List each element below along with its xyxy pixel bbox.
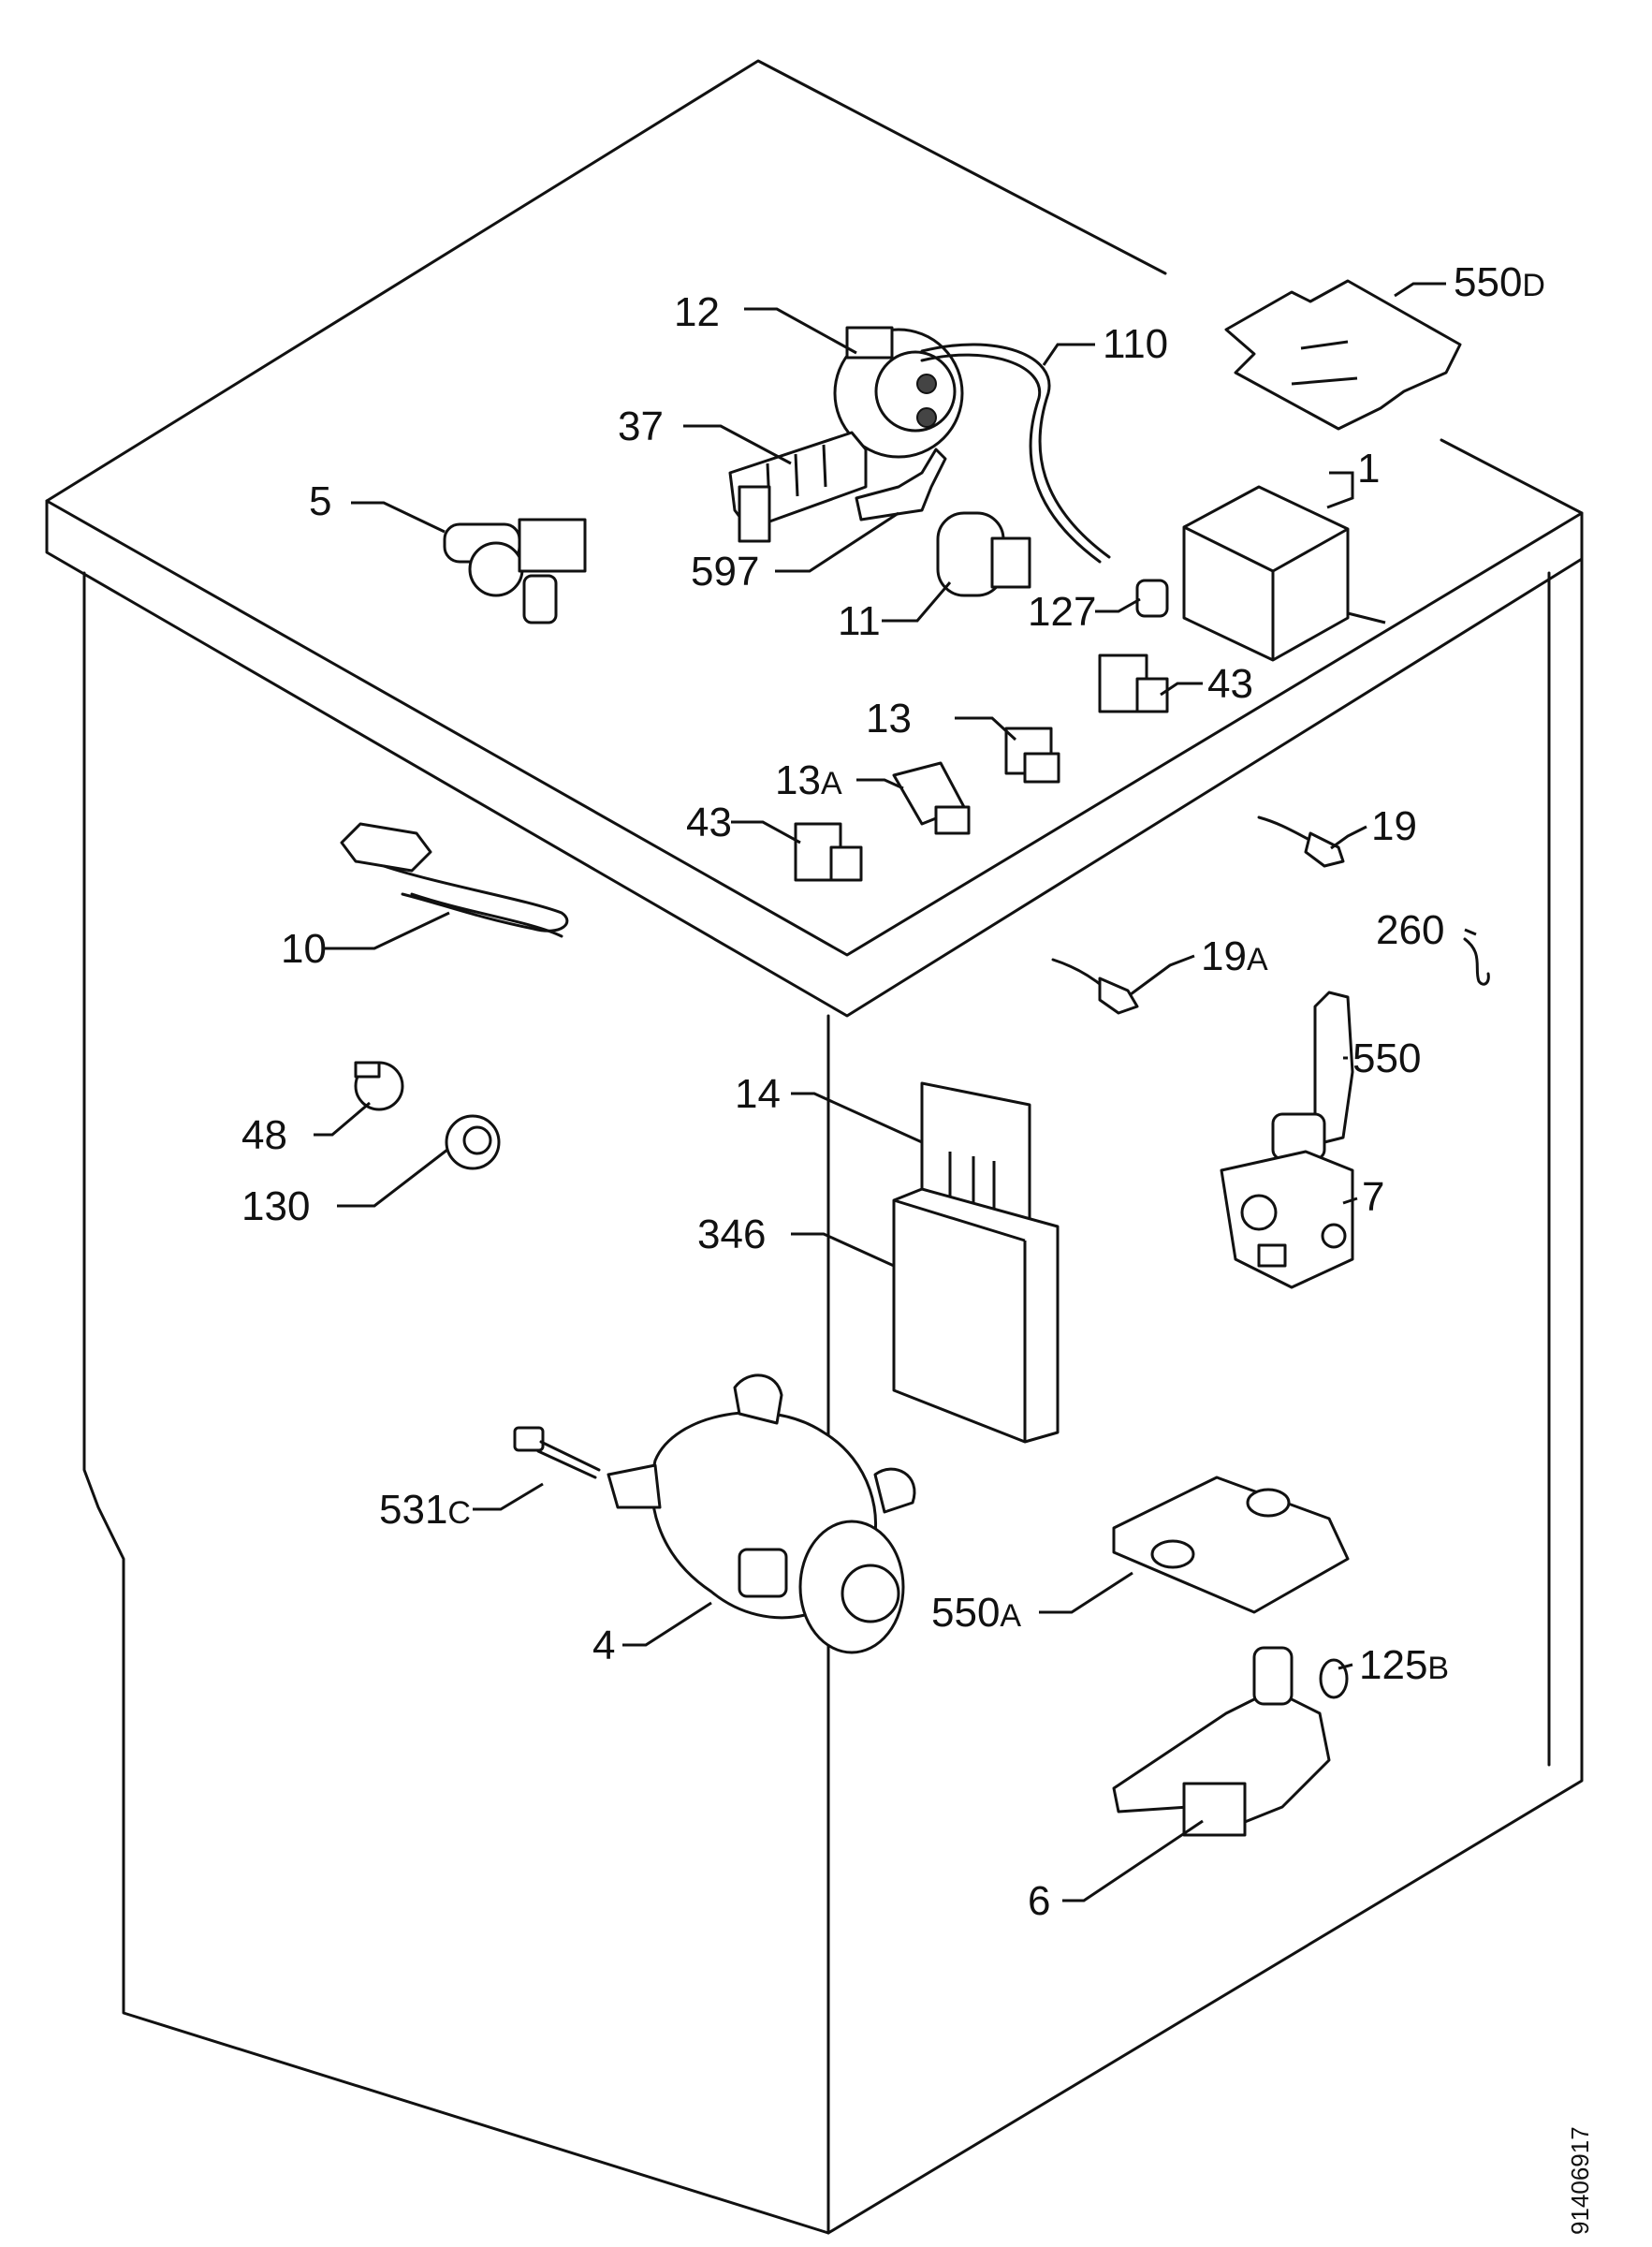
part-260-spring	[1463, 937, 1490, 986]
part-597-bracket	[855, 448, 947, 521]
callout-130: 130	[241, 1183, 310, 1229]
callout-14: 14	[735, 1071, 781, 1117]
callout-13a: 13A	[775, 757, 842, 803]
part-4-motor	[607, 1373, 916, 1654]
part-19-sensor	[1257, 815, 1345, 868]
part-346-drawer-housing	[892, 1187, 1060, 1444]
part-5-inlet-valve	[443, 518, 587, 624]
callout-12: 12	[674, 289, 720, 335]
part-43-filter-left	[794, 822, 863, 882]
callout-550: 550	[1352, 1035, 1421, 1081]
callout-7: 7	[1362, 1174, 1384, 1220]
callout-1: 1	[1357, 446, 1380, 492]
part-7-door-interlock	[1220, 1150, 1354, 1289]
callout-43-left: 43	[686, 800, 732, 845]
leader-lines	[314, 282, 1477, 1902]
callout-260: 260	[1376, 907, 1444, 953]
callout-19a: 19A	[1201, 933, 1268, 979]
callout-550d: 550D	[1454, 259, 1545, 305]
part-13-connector	[1004, 727, 1060, 784]
part-1-programmer	[1182, 485, 1386, 662]
part-130-nut	[445, 1114, 501, 1170]
callout-531c: 531C	[379, 1487, 471, 1533]
callout-346: 346	[697, 1212, 766, 1257]
part-550d-cover-plate	[1224, 279, 1462, 431]
callout-597: 597	[691, 549, 759, 595]
callout-110: 110	[1103, 321, 1168, 367]
callout-127: 127	[1028, 589, 1096, 635]
part-37-terminal-block	[728, 431, 868, 543]
document-number: 91406917	[1566, 2126, 1594, 2235]
part-13a-connector	[892, 761, 971, 835]
callout-4: 4	[592, 1623, 615, 1668]
callout-11: 11	[838, 598, 881, 644]
cabinet-outline	[45, 59, 1584, 2235]
callout-5: 5	[309, 478, 331, 524]
callout-37: 37	[618, 404, 664, 449]
callout-labels: 550D 12 110 37 5 597 1 11 127 43 13 13A …	[241, 259, 1545, 1924]
callout-125b: 125B	[1359, 1642, 1449, 1688]
callout-6: 6	[1028, 1878, 1050, 1924]
callout-550a: 550A	[931, 1590, 1021, 1636]
part-10-heater	[340, 822, 569, 938]
callout-48: 48	[241, 1112, 287, 1158]
callout-43-top: 43	[1207, 661, 1253, 707]
part-48-switch	[354, 1061, 404, 1111]
callout-19: 19	[1371, 803, 1417, 849]
part-550a-lock-cover	[1112, 1476, 1350, 1614]
part-550-door-lock-lever	[1271, 991, 1354, 1161]
part-19a-sensor	[1051, 958, 1139, 1015]
callout-13: 13	[866, 696, 912, 742]
part-43-filter-top	[1098, 654, 1169, 713]
part-127-knob	[1135, 579, 1169, 618]
part-11-capacitor	[936, 511, 1031, 597]
callout-10: 10	[281, 926, 327, 972]
part-531c-screw	[513, 1426, 601, 1479]
part-6-drain-pump	[1112, 1646, 1349, 1837]
part-110-hose	[920, 343, 1111, 564]
part-12-pressure-switch	[833, 326, 964, 459]
